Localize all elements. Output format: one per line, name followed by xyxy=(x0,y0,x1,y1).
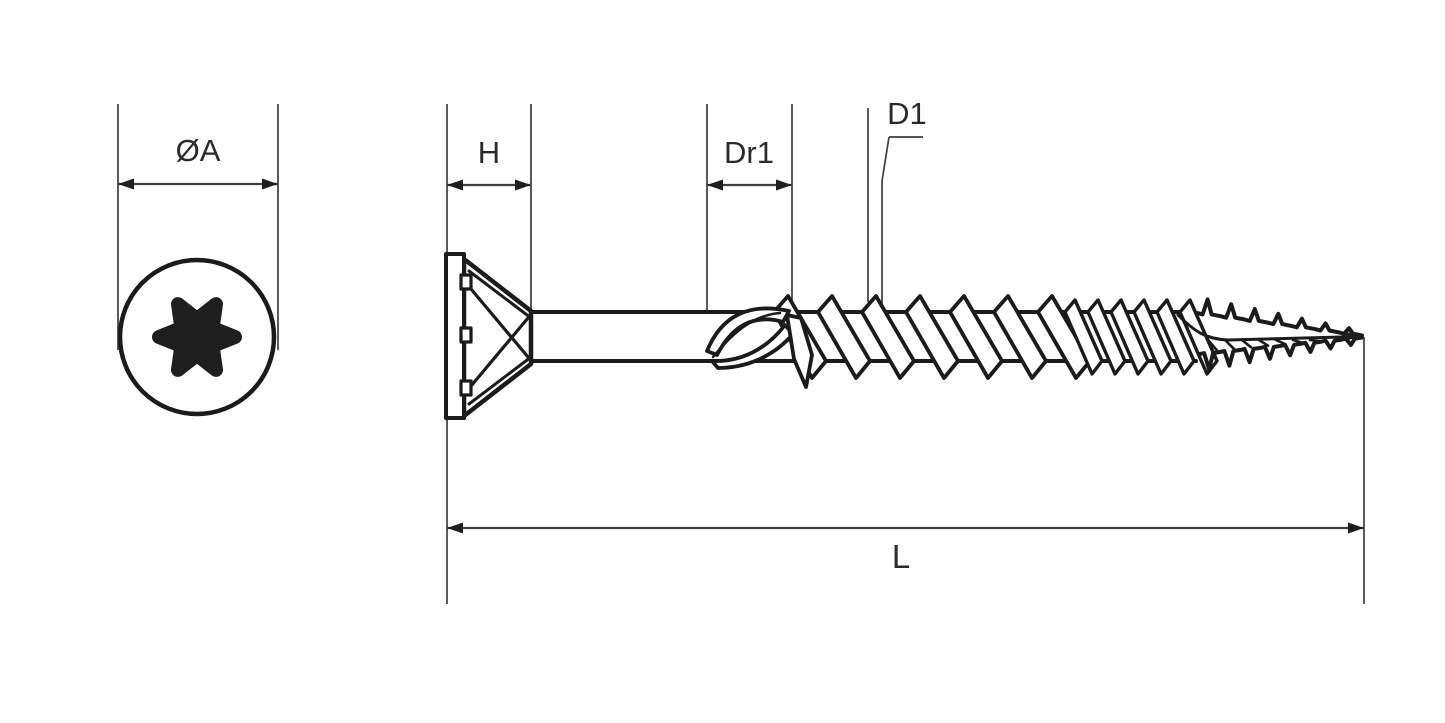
thread-crest-fine xyxy=(1155,298,1196,376)
tip-lower-serration xyxy=(1198,335,1364,372)
arrowhead-right-icon xyxy=(776,179,792,191)
cone-diagonal xyxy=(464,281,530,359)
head-top-view xyxy=(117,257,277,417)
leader-diagonal xyxy=(881,136,890,182)
arrowhead-left-icon xyxy=(447,522,463,534)
tip-point xyxy=(1344,331,1364,341)
thread-crest-fine xyxy=(1063,298,1104,376)
tip-flank-hatch xyxy=(1240,338,1253,349)
serration-notch xyxy=(459,326,473,344)
dim-cutter-length: Dr1 xyxy=(706,104,793,311)
tip-flank-hatch xyxy=(1291,338,1304,344)
cone-diagonal xyxy=(464,316,530,394)
screw-tip xyxy=(1176,297,1364,372)
flute-cutter-tail xyxy=(785,313,814,389)
screw-side-view xyxy=(444,252,1364,420)
thread-crest-fine xyxy=(1109,298,1150,376)
label-head-height: H xyxy=(478,135,500,170)
thread-crest-fine xyxy=(1086,298,1127,376)
serration-notch xyxy=(459,273,473,291)
label-thread-diameter: D1 xyxy=(887,96,927,131)
dim-total-length: L xyxy=(447,337,1365,604)
tip-runout-line xyxy=(1176,313,1364,342)
thread-crest xyxy=(816,294,872,380)
arrowhead-left-icon xyxy=(447,179,463,191)
arrowhead-right-icon xyxy=(262,178,278,190)
screw-head-side xyxy=(444,252,534,420)
leader-thread-diameter: D1 xyxy=(867,96,927,307)
arrowhead-left-icon xyxy=(118,178,134,190)
tip-flank-hatch xyxy=(1206,338,1219,352)
countersunk-cone xyxy=(461,256,534,419)
dim-head-diameter: ØA xyxy=(117,104,279,350)
torx-recess-icon xyxy=(152,297,242,377)
thread-crest xyxy=(904,294,960,380)
tip-flank-hatch xyxy=(1274,338,1287,346)
thread-crest xyxy=(992,294,1048,380)
tip-flank-hatch xyxy=(1223,338,1236,351)
cutter-flutes xyxy=(705,306,814,389)
label-total-length: L xyxy=(892,538,910,575)
arrowhead-right-icon xyxy=(1348,522,1364,534)
arrowhead-left-icon xyxy=(707,179,723,191)
arrowhead-right-icon xyxy=(515,179,531,191)
serration-notch xyxy=(459,379,473,397)
tip-upper-serration xyxy=(1195,297,1364,338)
label-head-diameter: ØA xyxy=(176,133,221,168)
cone-inner-line xyxy=(467,269,533,320)
thread-section xyxy=(772,294,1219,380)
label-cutter-length: Dr1 xyxy=(724,135,774,170)
tip-flank-hatch xyxy=(1308,338,1321,343)
thread-crest xyxy=(860,294,916,380)
head-outline-circle xyxy=(117,257,277,417)
thread-crest xyxy=(948,294,1004,380)
tip-flank-hatch xyxy=(1257,338,1270,348)
cone-inner-line xyxy=(467,355,533,406)
flute-inner-curve xyxy=(711,311,782,359)
thread-crest-fine xyxy=(1132,298,1173,376)
